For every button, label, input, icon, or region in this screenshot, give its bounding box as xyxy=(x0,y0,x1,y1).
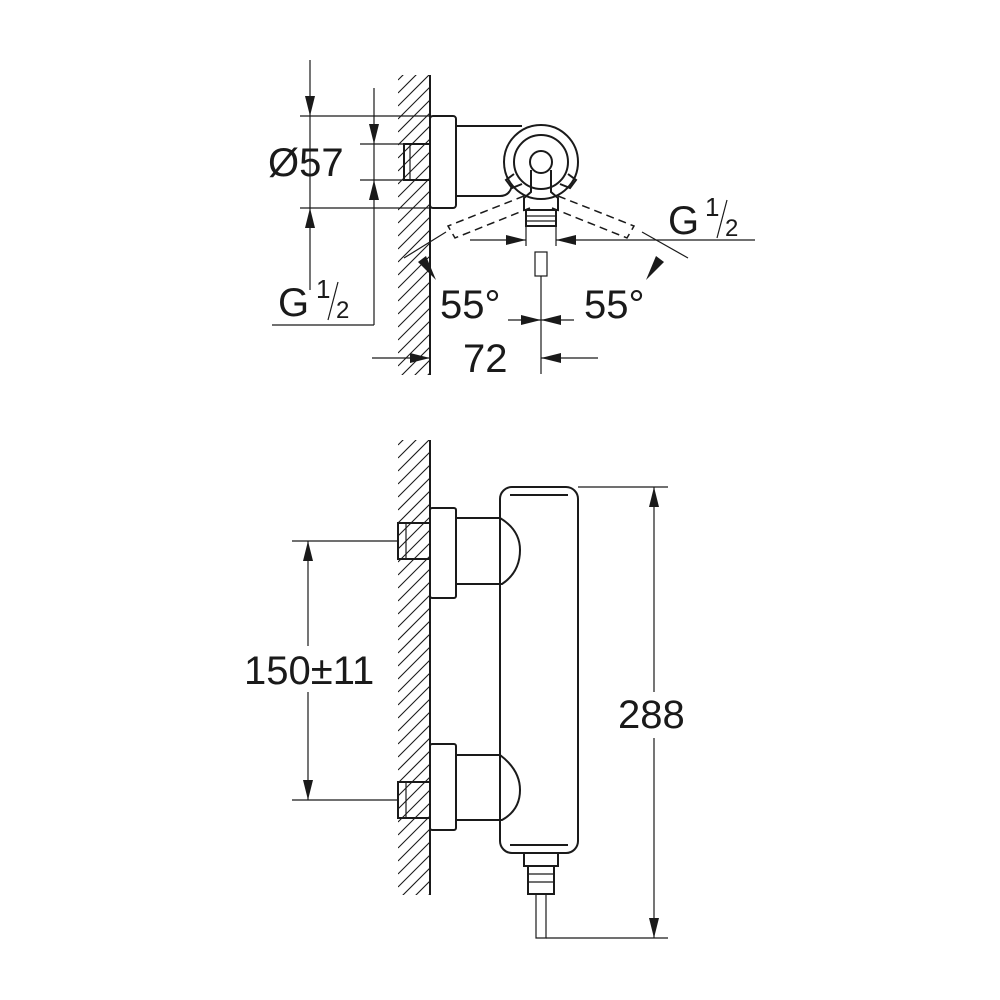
height-label: 288 xyxy=(618,693,685,737)
wall-hatch-line xyxy=(398,464,430,498)
wall-hatch-line xyxy=(398,933,430,965)
wall-hatch-line xyxy=(398,229,430,263)
thread-left-letter: G xyxy=(278,281,309,325)
angle-left-label: 55° xyxy=(440,283,501,327)
wall-hatch-line xyxy=(398,440,404,446)
wall-hatch-line xyxy=(398,516,430,550)
lower-connector xyxy=(397,743,522,831)
wall-hatch-line xyxy=(398,400,430,432)
wall-hatch-line xyxy=(414,359,430,375)
thread-left-denominator: 2 xyxy=(336,297,349,324)
wall-hatch-line xyxy=(398,841,430,875)
wall-hatch-line xyxy=(398,789,430,823)
wall-hatch-line xyxy=(398,440,417,459)
wall-hatch-line xyxy=(398,711,430,745)
wall-hatch-line xyxy=(398,412,430,444)
swivel-range xyxy=(446,195,636,239)
wall-hatch-line xyxy=(398,659,430,693)
wall-hatch-line xyxy=(398,177,430,211)
wall-hatch-line xyxy=(398,216,430,250)
wall-hatch-line xyxy=(398,190,430,224)
wall-hatch-line xyxy=(398,294,430,328)
wall-hatch-line xyxy=(398,607,430,641)
offset-dimension: 72 xyxy=(372,300,598,381)
wall-hatch-line xyxy=(402,867,430,895)
wall-hatch-line xyxy=(398,281,430,315)
angle-dimensions: 55° 55° xyxy=(403,231,689,374)
wall-hatch-line xyxy=(398,737,430,771)
wall-hatch-line xyxy=(398,440,430,472)
wall-hatch-line xyxy=(398,568,430,602)
diameter-label: Ø57 xyxy=(268,141,344,185)
angle-right-label: 55° xyxy=(584,283,645,327)
wall-hatch-line xyxy=(398,503,430,537)
wall-hatch-line xyxy=(398,75,417,94)
wall-hatch-line xyxy=(398,828,430,862)
wall-hatch-line xyxy=(398,125,430,159)
wall-hatch-line xyxy=(398,555,430,589)
thread-right-numerator: 1 xyxy=(705,192,719,222)
thread-right-denominator: 2 xyxy=(725,215,738,242)
top-view: Ø57 G 1 2 G 1 2 xyxy=(268,35,755,444)
wall-hatch-line xyxy=(398,646,430,680)
wall-hatch-line xyxy=(398,320,430,354)
wall-top xyxy=(398,35,431,444)
front-view: 150±11 288 xyxy=(244,400,696,965)
wall-hatch-line xyxy=(398,620,430,654)
wall-hatch-line xyxy=(398,307,430,341)
diameter-dimension: Ø57 xyxy=(268,60,430,290)
wall-hatch-line xyxy=(398,724,430,758)
thread-right-dimension: G 1 2 xyxy=(470,192,755,246)
wall-hatch-line xyxy=(398,268,430,302)
wall-hatch-line xyxy=(398,477,430,511)
wall-hatch-line xyxy=(428,893,430,895)
wall-hatch-line xyxy=(398,112,430,146)
wall-hatch-line xyxy=(398,633,430,667)
wall-hatch-line xyxy=(398,451,430,485)
wall-hatch-line xyxy=(398,750,430,784)
wall-hatch-line xyxy=(398,685,430,719)
wall-hatch-line xyxy=(398,203,430,237)
wall-hatch-line xyxy=(398,75,430,107)
wall-hatch-line xyxy=(427,372,430,375)
wall-hatch-line xyxy=(401,346,430,375)
height-dimension: 288 xyxy=(546,486,696,939)
wall-hatch-line xyxy=(398,594,430,628)
offset-label: 72 xyxy=(463,337,508,381)
wall-hatch-line xyxy=(398,920,430,952)
wall-hatch-line xyxy=(398,672,430,706)
wall-hatch-line xyxy=(398,581,430,615)
wall-hatch-line xyxy=(398,698,430,732)
wall-hatch-line xyxy=(398,35,430,67)
center-distance-label: 150±11 xyxy=(244,649,374,693)
thread-left-numerator: 1 xyxy=(316,274,330,304)
thermostat-body xyxy=(499,486,579,939)
wall-hatch-line xyxy=(398,815,430,849)
wall-hatch-line xyxy=(398,242,430,276)
wall-hatch-line xyxy=(398,399,430,431)
wall-hatch-line xyxy=(415,880,430,895)
thread-right-letter: G xyxy=(668,199,699,243)
wall-hatch-line xyxy=(398,75,404,81)
wall-hatch-line xyxy=(398,763,430,797)
wall-hatch-line xyxy=(398,386,430,418)
wall-hatch-line xyxy=(398,86,430,120)
wall-hatch-line xyxy=(398,490,430,524)
wall-hatch-line xyxy=(398,333,430,367)
center-distance-dimension: 150±11 xyxy=(244,540,398,801)
upper-connector xyxy=(397,507,522,599)
fitting-body-top xyxy=(403,115,579,277)
wall-front xyxy=(398,400,431,965)
wall-hatch-line xyxy=(398,907,430,939)
thread-left-dimension: G 1 2 xyxy=(272,88,404,326)
wall-hatch-line xyxy=(398,854,430,888)
wall-hatch-line xyxy=(398,529,430,563)
